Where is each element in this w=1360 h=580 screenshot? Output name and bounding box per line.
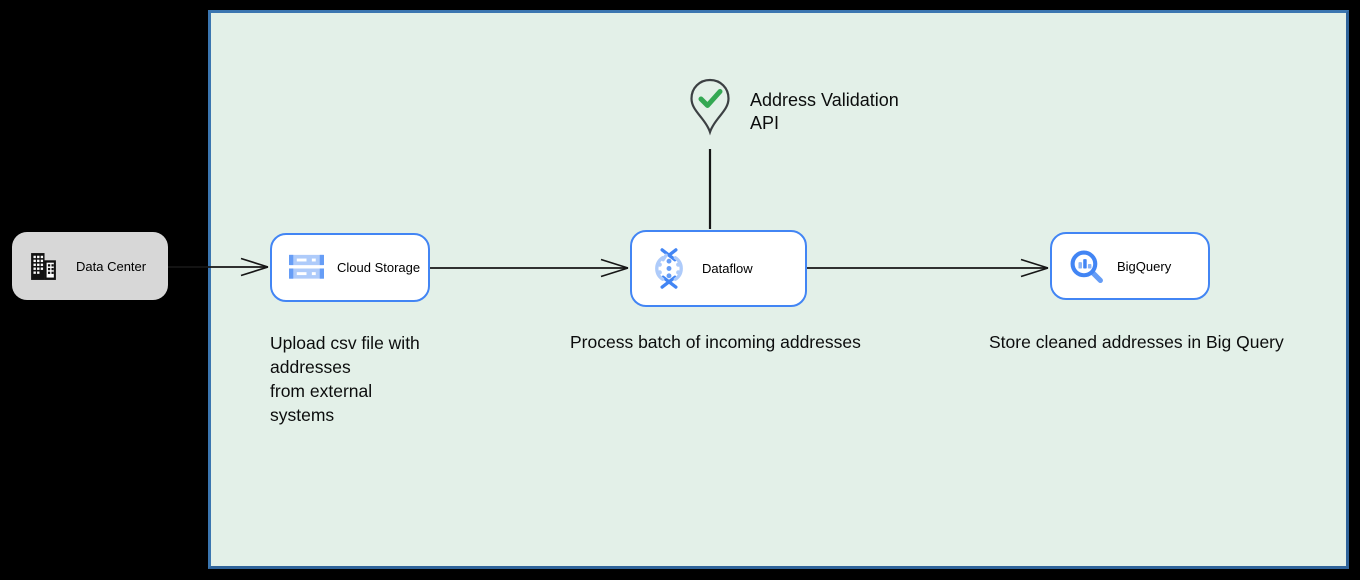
node-bigquery-label: BigQuery — [1117, 258, 1172, 274]
node-cloud-storage[interactable]: Cloud Storage — [270, 233, 430, 302]
map-pin-check-icon — [690, 78, 730, 136]
bigquery-icon — [1070, 250, 1103, 283]
node-dataflow[interactable]: Dataflow — [630, 230, 807, 307]
cloud-storage-icon — [289, 254, 324, 279]
caption-process-batch: Process batch of incoming addresses — [570, 332, 861, 352]
caption-upload-csv: Upload csv file with addresses from exte… — [270, 333, 420, 425]
building-icon — [31, 252, 56, 280]
annotation-address-validation-api: Address Validation API — [750, 90, 899, 133]
dataflow-icon — [655, 248, 683, 289]
caption-store-cleaned: Store cleaned addresses in Big Query — [989, 332, 1284, 352]
node-dataflow-label: Dataflow — [702, 261, 753, 276]
node-data-center[interactable]: Data Center — [12, 232, 168, 300]
node-cloud-storage-label: Cloud Storage — [337, 260, 421, 275]
node-data-center-label: Data Center — [76, 258, 147, 274]
node-bigquery[interactable]: BigQuery — [1050, 232, 1210, 300]
